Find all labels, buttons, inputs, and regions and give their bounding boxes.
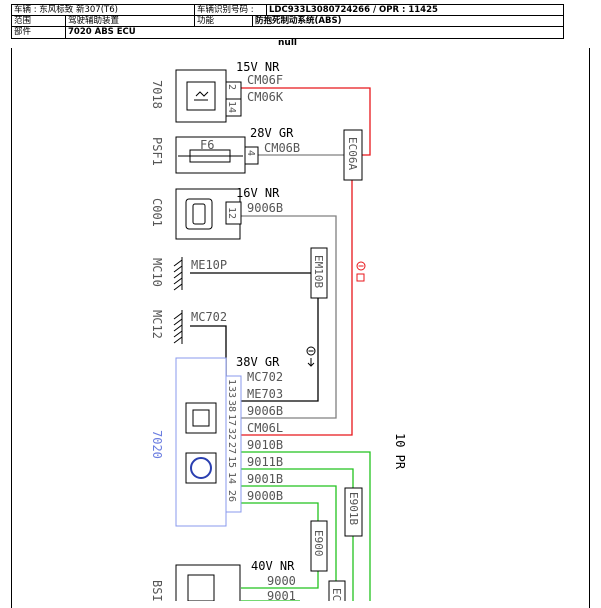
wire-label-9006b: 9006B: [247, 201, 283, 215]
pin-7020-38: 38: [226, 400, 237, 412]
wire-9011b: [241, 468, 354, 488]
connector-28v-gr: 28V GR: [250, 126, 294, 140]
pin-7020-27: 27: [226, 442, 237, 454]
function-label: 功能: [197, 16, 215, 26]
component-7018: [175, 69, 242, 123]
pin-7020-17: 17: [226, 414, 237, 426]
header: 车辆 : 东风标致 新307(T6) 车辆识别号码 : LDC933L30807…: [11, 4, 564, 39]
wire-label-9001b: 9001B: [247, 472, 283, 486]
splice-em10b: [310, 247, 328, 299]
wire-cm06l: [241, 180, 353, 436]
label-me10p: ME10P: [191, 258, 227, 272]
wire-label-9006b-2: 9006B: [247, 404, 283, 418]
pin-7020-1: 1: [226, 379, 237, 385]
vehicle-text: 车辆 : 东风标致 新307(T6): [14, 5, 118, 15]
wire-9000: [241, 571, 319, 589]
scope-value: 驾驶辅助装置: [68, 16, 120, 26]
connector-16v-nr: 16V NR: [236, 186, 280, 200]
label-mc12: MC12: [150, 310, 164, 339]
splice-label-ec06a: EC06A: [346, 137, 359, 170]
ground-mc12: [173, 310, 183, 344]
pin-7020-15: 15: [226, 456, 237, 468]
wire-label-me703: ME703: [247, 387, 283, 401]
label-bsi: BSI: [150, 580, 164, 601]
diagram-title: null: [278, 38, 297, 48]
wire-label-mc702: MC702: [247, 370, 283, 384]
pin-7020-33: 33: [226, 386, 237, 398]
function-value: 防抱死制动系统(ABS): [255, 16, 342, 26]
pin-psf1-4: 4: [245, 150, 256, 156]
connector-40v-nr: 40V NR: [251, 559, 295, 573]
label-7018: 7018: [150, 80, 164, 109]
label-mc702-ground: MC702: [191, 310, 227, 324]
label-c001: C001: [150, 198, 164, 227]
pin-c001-12: 12: [226, 207, 237, 219]
wire-label-9011b: 9011B: [247, 455, 283, 469]
component-7020: [175, 357, 242, 527]
diagram-frame: [11, 48, 590, 608]
label-7020: 7020: [150, 430, 164, 459]
label-fuse-f6: F6: [200, 138, 214, 152]
splice-e901b: [344, 487, 363, 537]
vin-label: 车辆识别号码 :: [197, 5, 254, 15]
wire-9006b: [241, 215, 337, 419]
wire-label-9000: 9000: [267, 574, 296, 588]
wire-label-9000b: 9000B: [247, 489, 283, 503]
wire-label-cm06k: CM06K: [247, 90, 284, 104]
wire-9000b: [241, 502, 319, 521]
polarity-marks: [306, 261, 366, 367]
part-value: 7020 ABS ECU: [68, 27, 136, 37]
wire-me703: [241, 298, 319, 402]
component-bsi: [175, 564, 241, 601]
wire-label-9001: 9001: [267, 589, 296, 601]
scope-label: 范围: [14, 16, 32, 26]
component-c001: [175, 188, 242, 240]
wire-9001b: [241, 485, 337, 601]
connector-15v-nr: 15V NR: [236, 60, 280, 74]
splice-label-e901b: E901B: [347, 492, 360, 525]
pin-7018-2: 2: [226, 84, 237, 90]
splice-ec: [328, 580, 346, 601]
splice-label-ec: EC: [330, 588, 343, 601]
wire-label-cm06f: CM06F: [247, 73, 283, 87]
vin-value: LDC933L3080724266 / OPR : 11425: [269, 5, 438, 15]
pin-7020-26: 26: [226, 490, 237, 502]
splice-e900: [310, 520, 328, 572]
ground-mc10: [173, 257, 183, 291]
pin-7020-14: 14: [226, 472, 237, 484]
label-mc10: MC10: [150, 258, 164, 287]
connector-38v-gr: 38V GR: [236, 355, 280, 369]
wire-label-cm06b: CM06B: [264, 141, 300, 155]
wire-cm06f: [241, 87, 371, 156]
part-label: 部件: [14, 27, 32, 37]
pin-7020-32: 32: [226, 428, 237, 440]
wire-label-9010b: 9010B: [247, 438, 283, 452]
harness-label: 10 PR: [393, 433, 407, 470]
splice-label-e900: E900: [312, 530, 325, 557]
wire-label-cm06l: CM06L: [247, 421, 283, 435]
label-psf1: PSF1: [150, 137, 164, 166]
splice-ec06a: [343, 129, 363, 181]
component-psf1: [175, 136, 259, 174]
pin-7018-14: 14: [226, 101, 237, 113]
splice-label-em10b: EM10B: [312, 255, 325, 288]
wire-9010b: [241, 451, 371, 601]
